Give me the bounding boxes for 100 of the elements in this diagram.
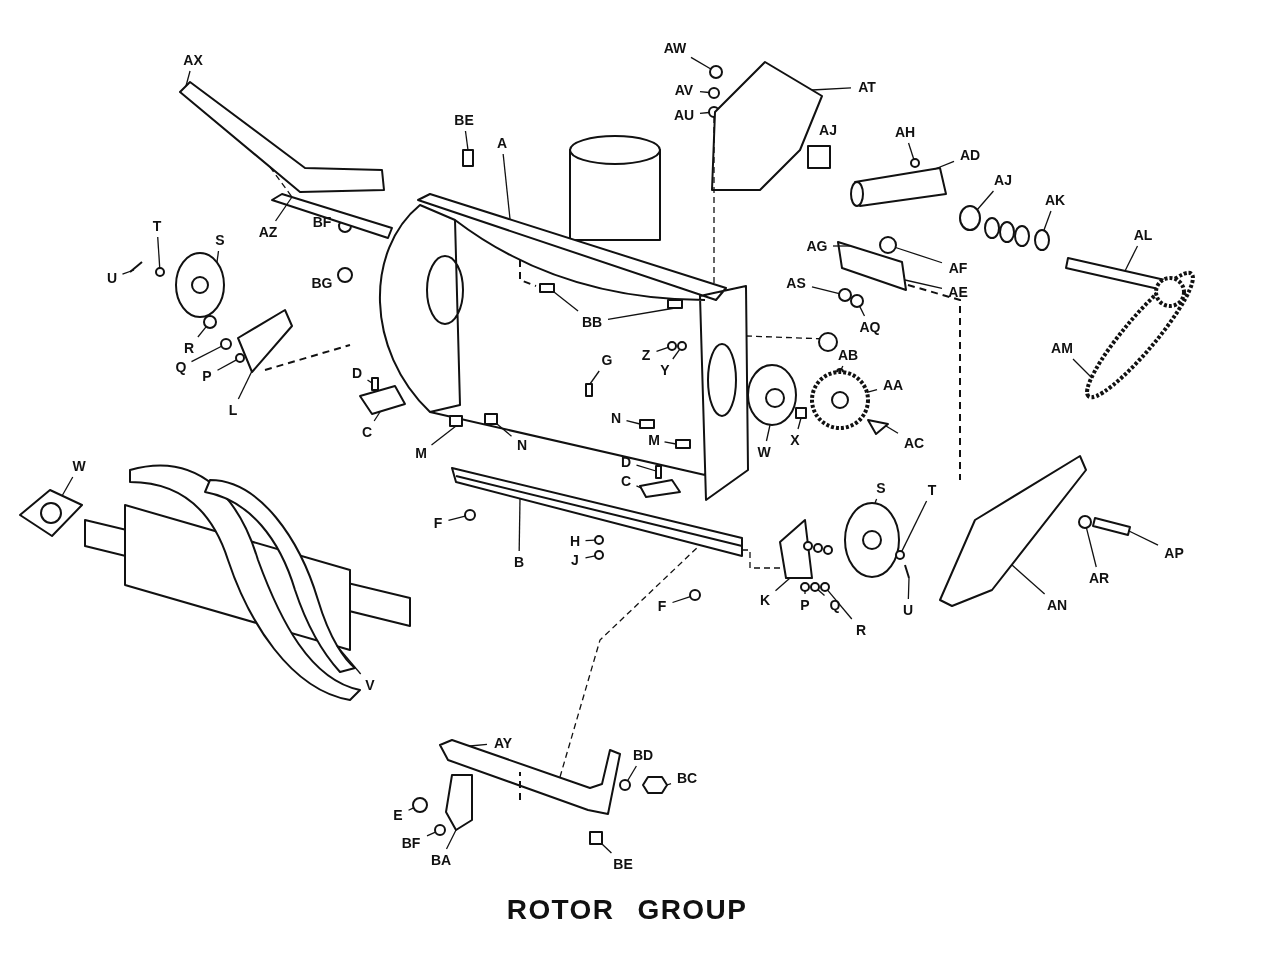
leader-line	[61, 476, 74, 497]
bushing	[959, 205, 981, 231]
washer	[708, 87, 720, 99]
nut	[155, 267, 165, 277]
clip-plate	[359, 385, 406, 415]
callout-letter: L	[228, 403, 238, 417]
leader-line	[121, 269, 135, 275]
callout-letter: W	[757, 445, 771, 459]
auger-blade	[204, 479, 356, 673]
callout-letter: AN	[1046, 598, 1068, 612]
callout-letter: U	[106, 271, 118, 285]
callout-letter: AC	[903, 436, 925, 450]
leader-line	[197, 326, 207, 338]
scraper-bar	[451, 467, 743, 557]
leader-line	[407, 807, 415, 811]
callout-letter: Q	[829, 598, 841, 612]
washer	[220, 338, 232, 350]
set-screw	[910, 158, 920, 168]
callout-letter: BE	[613, 857, 633, 871]
leader-line	[157, 236, 161, 269]
callout-letter: AF	[948, 261, 968, 275]
leader-line	[337, 224, 340, 226]
nut	[838, 288, 852, 302]
leader-line	[584, 555, 596, 559]
leader-line	[1124, 245, 1139, 272]
leader-line	[655, 346, 669, 352]
leader-line	[797, 417, 802, 430]
leader-line	[699, 111, 710, 115]
leader-line	[866, 388, 878, 393]
callout-letter: A	[496, 136, 508, 150]
leader-line	[185, 70, 191, 87]
leader-line	[626, 765, 638, 782]
callout-letter: K	[759, 593, 771, 607]
bolt	[795, 407, 807, 419]
nut	[879, 236, 897, 254]
leader-line	[832, 245, 851, 247]
bracket	[837, 241, 907, 291]
callout-letter: AS	[786, 276, 806, 290]
leader-line	[426, 831, 437, 837]
assembly-line	[745, 335, 821, 340]
washer	[434, 824, 446, 836]
leader-line	[817, 589, 826, 597]
callout-letter: U	[902, 603, 914, 617]
callout-letter: H	[569, 534, 581, 548]
leader-line	[671, 595, 691, 604]
leader-line	[1043, 210, 1052, 231]
leader-line	[445, 829, 457, 850]
pulley	[844, 502, 900, 578]
washer	[1078, 515, 1092, 529]
leader-line	[373, 411, 381, 422]
nut	[464, 509, 476, 521]
leader-line	[894, 246, 943, 264]
callout-letter: AW	[663, 41, 687, 55]
leader-line	[601, 843, 613, 854]
callout-letter: F	[433, 516, 443, 530]
diagram-title: ROTOR GROUP	[506, 893, 748, 927]
callout-letter: D	[351, 366, 363, 380]
leader-line	[1128, 530, 1159, 546]
callout-letter: AK	[1044, 193, 1066, 207]
leader-line	[904, 279, 943, 290]
leader-line	[1072, 358, 1093, 379]
callout-letter: AU	[673, 108, 695, 122]
leader-line	[584, 539, 596, 542]
callout-letter: BF	[401, 836, 421, 850]
callout-letter: J	[571, 553, 579, 567]
callout-letter: AE	[948, 285, 968, 299]
pulley	[175, 252, 225, 318]
leader-line	[765, 424, 771, 442]
washer	[800, 582, 810, 592]
callout-letter: AZ	[258, 225, 278, 239]
callout-letter: F	[657, 599, 667, 613]
bracket	[445, 774, 473, 831]
leader-line	[907, 142, 915, 160]
leader-line	[874, 498, 878, 504]
nut	[895, 550, 905, 560]
callout-letter: AQ	[859, 320, 881, 334]
leader-line	[934, 160, 955, 170]
callout-letter: AL	[1133, 228, 1153, 242]
leader-line	[811, 286, 840, 295]
leader-line	[840, 365, 844, 370]
callout-letter: AA	[882, 378, 904, 392]
callout-letter: C	[361, 425, 373, 439]
callout-letter: B	[513, 555, 525, 569]
washer	[810, 582, 820, 592]
pin	[904, 564, 910, 579]
leader-line	[663, 441, 677, 445]
leader-line	[336, 645, 362, 675]
leader-line	[1011, 564, 1046, 595]
nut	[337, 267, 353, 283]
washer	[1034, 229, 1050, 251]
callout-letter: E	[393, 808, 403, 822]
callout-letter: Q	[175, 360, 187, 374]
nut	[412, 797, 428, 813]
callout-letter: R	[855, 623, 867, 637]
assembly-line	[269, 166, 293, 198]
leader-line	[672, 348, 681, 360]
callout-letter: BD	[632, 748, 654, 762]
leader-line	[216, 250, 220, 263]
leader-line	[518, 498, 521, 552]
leader-line	[237, 370, 253, 400]
